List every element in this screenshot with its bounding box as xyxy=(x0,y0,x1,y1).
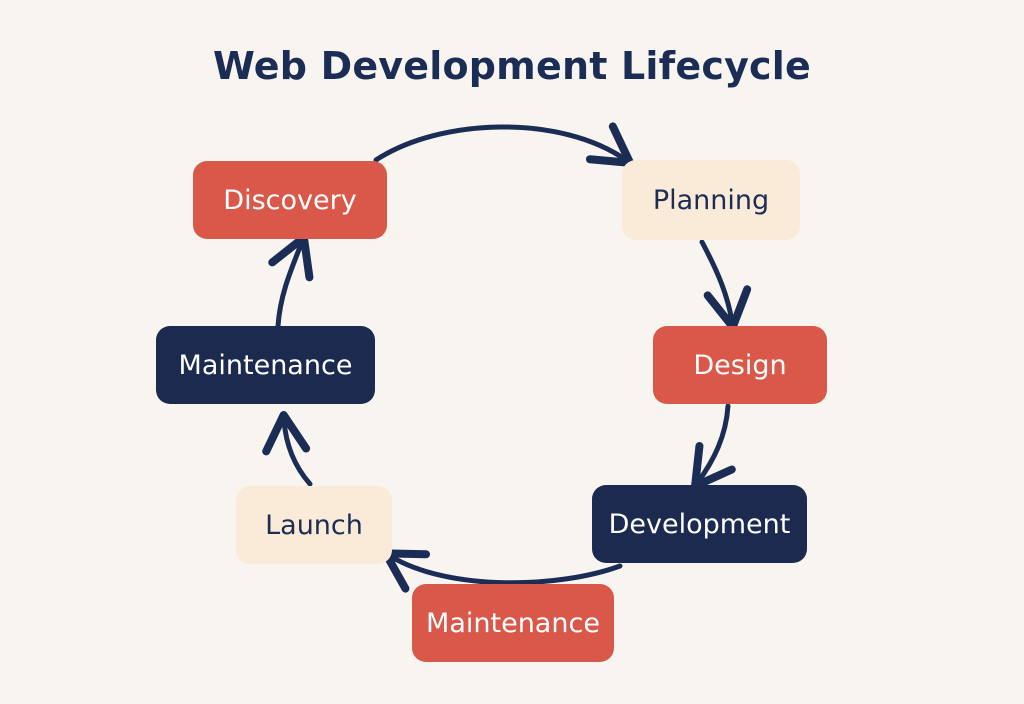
arrow-discovery-to-planning xyxy=(373,122,635,167)
stage-design: Design xyxy=(653,326,827,404)
arrow-development-to-launch xyxy=(381,549,623,593)
stage-discovery: Discovery xyxy=(193,161,387,239)
stage-label: Maintenance xyxy=(178,349,353,381)
stage-label: Maintenance xyxy=(426,607,600,639)
stage-label: Planning xyxy=(652,184,770,216)
stage-label: Design xyxy=(693,349,787,381)
arrow-design-to-development xyxy=(691,403,736,491)
stage-development: Development xyxy=(592,485,807,563)
stage-label: Launch xyxy=(265,509,363,541)
stage-planning: Planning xyxy=(622,160,800,240)
stage-label: Development xyxy=(608,508,791,540)
stage-maintenance-left: Maintenance xyxy=(156,326,375,404)
arrow-maintenance-to-discovery xyxy=(268,233,314,329)
arrow-launch-to-maintenance xyxy=(262,411,313,487)
arrow-planning-to-design xyxy=(699,239,752,331)
stage-maintenance-bottom: Maintenance xyxy=(412,584,614,662)
diagram-title: Web Development Lifecycle xyxy=(213,44,811,88)
stage-launch: Launch xyxy=(236,486,392,564)
stage-label: Discovery xyxy=(223,184,357,216)
